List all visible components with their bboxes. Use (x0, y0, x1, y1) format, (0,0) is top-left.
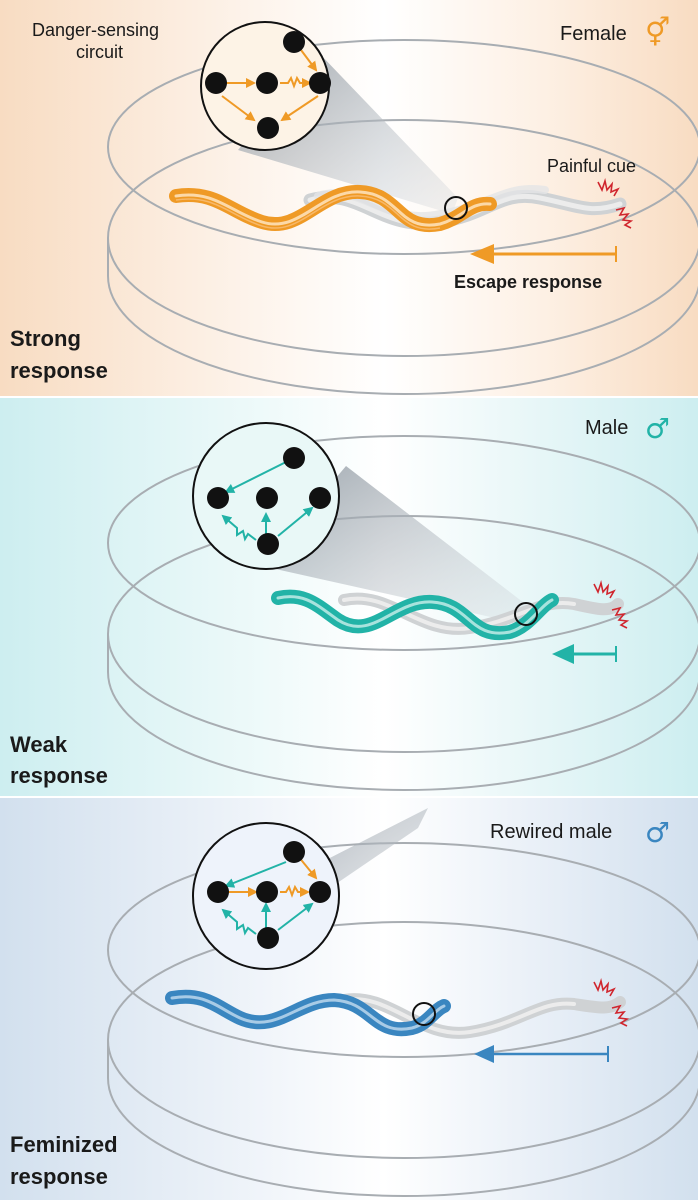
gender-label: Female (560, 23, 627, 45)
neuron-highlight-circle (412, 1002, 436, 1026)
arrow-left-icon (474, 1045, 609, 1063)
outcome-label: Weak (10, 732, 68, 757)
cue-label: Painful cue (547, 156, 636, 176)
outcome-label-line2: response (10, 358, 108, 383)
worm-icon (165, 989, 451, 1037)
pain-burst-icon (597, 178, 634, 229)
outcome-label: Feminized (10, 1132, 118, 1157)
panel-male: Male ♂ Weak response (0, 396, 698, 796)
petri-dish (107, 39, 698, 395)
neuron-highlight-circle (444, 196, 468, 220)
gender-symbol: ♂ (645, 412, 670, 445)
worm-icon (169, 185, 497, 233)
panel-female: Painful cue Escape response (0, 0, 698, 396)
arrow-left-icon (470, 244, 617, 264)
circuit-title: Danger-sensing (32, 20, 159, 40)
gender-label: Rewired male (490, 821, 612, 843)
pain-burst-icon (593, 978, 630, 1027)
neuron-circuit-icon (200, 21, 331, 151)
gender-label: Male (585, 417, 628, 439)
outcome-label: Strong (10, 326, 81, 351)
panel-rewired-male: Rewired male ♂ Feminized response (0, 796, 698, 1200)
petri-dish (107, 842, 698, 1197)
outcome-label-line2: response (10, 1164, 108, 1189)
escape-label: Escape response (454, 272, 602, 292)
circuit-title-line2: circuit (76, 42, 123, 62)
worm-icon (338, 993, 626, 1039)
arrow-left-icon (552, 644, 617, 664)
gender-symbol: ♂ (645, 816, 670, 849)
neuron-circuit-icon (192, 822, 340, 970)
gender-symbol: ⚥ (645, 16, 670, 49)
neuron-circuit-icon (192, 422, 340, 570)
neuron-highlight-circle (514, 602, 538, 626)
worm-icon (271, 589, 559, 641)
pain-burst-icon (593, 580, 630, 629)
outcome-label-line2: response (10, 763, 108, 788)
